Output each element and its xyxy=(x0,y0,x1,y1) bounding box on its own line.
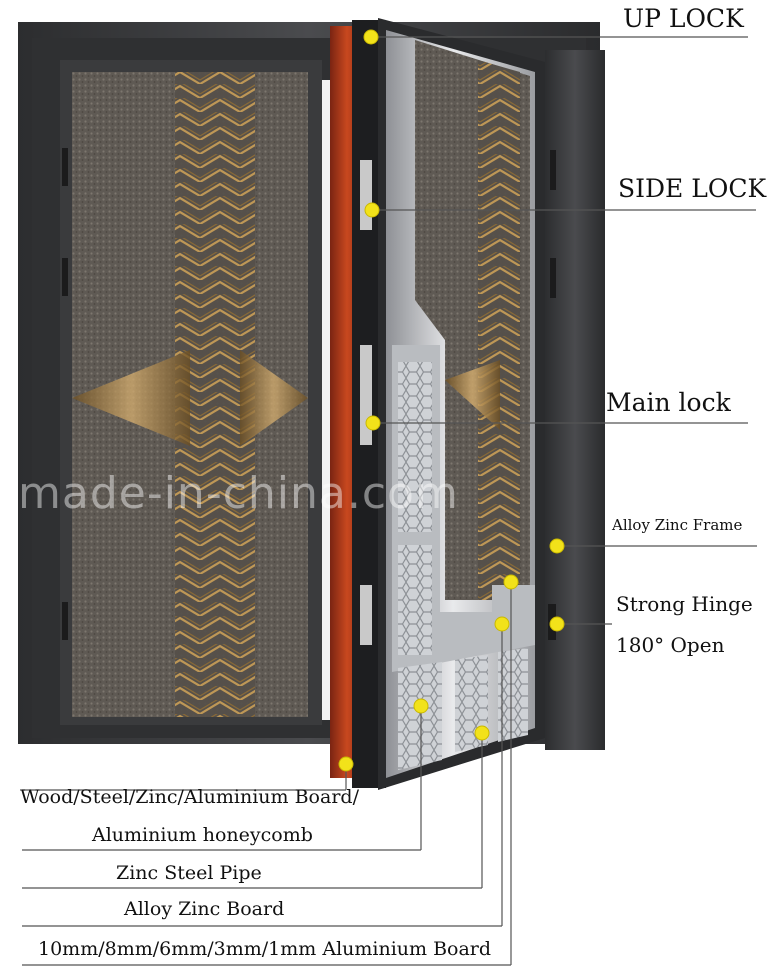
label-strong-hinge: Strong Hinge xyxy=(616,592,753,616)
marker-alloy-zinc-frame xyxy=(549,538,565,554)
label-board-line2: Aluminium honeycomb xyxy=(92,824,313,846)
label-up-lock: UP LOCK xyxy=(623,4,744,33)
marker-strong-hinge xyxy=(549,616,565,632)
label-alloy-zinc-board: Alloy Zinc Board xyxy=(124,898,285,920)
label-zinc-steel-pipe: Zinc Steel Pipe xyxy=(116,862,262,884)
marker-zinc-steel-pipe xyxy=(474,725,490,741)
label-aluminium-board: 10mm/8mm/6mm/3mm/1mm Aluminium Board xyxy=(38,938,492,960)
label-side-lock: SIDE LOCK xyxy=(618,174,767,203)
marker-alloy-zinc-board xyxy=(494,616,510,632)
label-board-line1: Wood/Steel/Zinc/Aluminium Board/ xyxy=(20,786,359,808)
marker-up-lock xyxy=(363,29,379,45)
label-alloy-zinc-frame: Alloy Zinc Frame xyxy=(612,516,743,534)
marker-aluminium-board xyxy=(503,574,519,590)
watermark: made-in-china.com xyxy=(18,468,459,519)
label-180-open: 180° Open xyxy=(616,633,725,657)
marker-side-lock xyxy=(364,202,380,218)
marker-honeycomb xyxy=(413,698,429,714)
marker-board xyxy=(338,756,354,772)
marker-main-lock xyxy=(365,415,381,431)
label-main-lock: Main lock xyxy=(606,388,731,417)
